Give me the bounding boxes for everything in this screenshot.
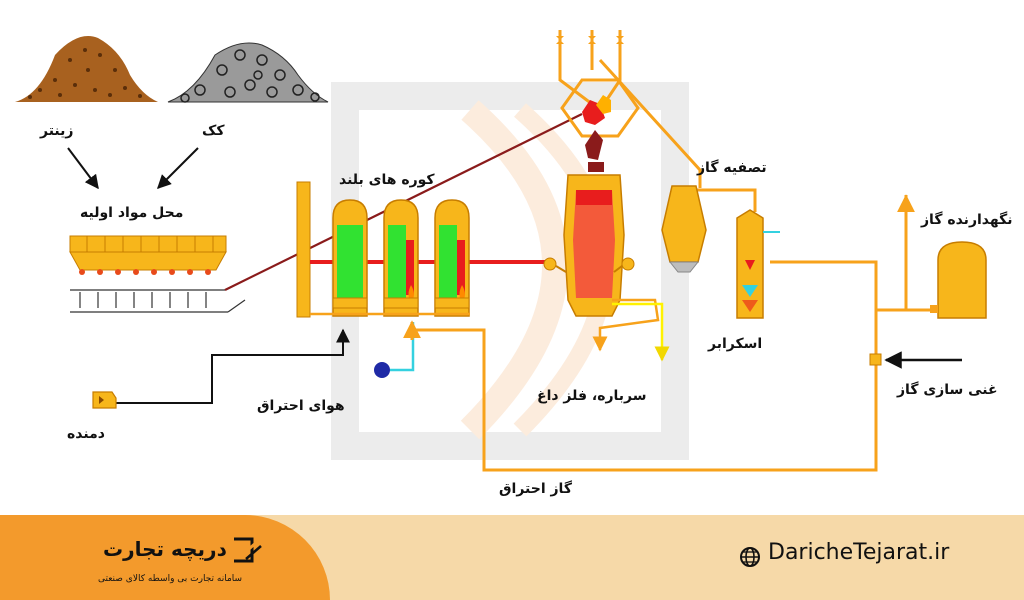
- label-gas-enrichment: غنی سازی گاز: [897, 382, 998, 398]
- gas-holder: [930, 241, 987, 319]
- footer-accent-shape: [0, 515, 330, 600]
- brand-name: دریچه تجارت: [103, 537, 227, 561]
- raw-material-hoppers: [69, 235, 227, 275]
- label-sinter: زینتر: [40, 123, 74, 139]
- slag-hot-metal-output: [592, 298, 670, 362]
- label-gas-holder: نگهدارنده گاز: [921, 212, 1013, 228]
- pump: [374, 322, 415, 378]
- top-valves: [556, 36, 624, 44]
- stack: [296, 181, 311, 318]
- label-blower: دمنده: [67, 426, 105, 442]
- gas-enrichment-valve: [869, 353, 882, 366]
- sinter-pile: [15, 36, 158, 102]
- label-gas-cleaning: تصفیه گاز: [697, 160, 767, 176]
- globe-icon: [740, 547, 760, 567]
- blast-furnace: [543, 162, 635, 317]
- brand-tagline: سامانه تجارت بی واسطه کالای صنعتی: [98, 574, 243, 584]
- hot-stove-1: [332, 199, 368, 317]
- raw-material-conveyor: [70, 289, 246, 313]
- hot-stove-3: [434, 199, 470, 317]
- website-link[interactable]: DaricheTejarat.ir: [768, 540, 950, 565]
- label-blast-furnaces: کوره های بلند: [339, 172, 435, 188]
- label-coke: کک: [202, 123, 225, 139]
- sinter-arrow: [67, 147, 99, 190]
- coke-arrow: [157, 147, 199, 189]
- brand-logo-icon: [234, 537, 262, 563]
- gas-cleaning-unit: [661, 185, 707, 273]
- combustion-air-line: [116, 328, 350, 404]
- furnace-top: [560, 78, 640, 160]
- hot-stove-2: [383, 199, 419, 317]
- blast-furnace-process-diagram: [15, 30, 987, 472]
- label-scrubber: اسکرابر: [708, 336, 763, 352]
- label-combustion-gas: گاز احتراق: [499, 481, 572, 497]
- blower: [92, 391, 117, 409]
- label-raw-material-site: محل مواد اولیه: [80, 205, 184, 221]
- gas-pipes: [412, 30, 930, 472]
- coke-pile: [167, 42, 329, 103]
- scrubber: [736, 209, 780, 319]
- label-slag-hot-metal: سرباره، فلز داغ: [537, 388, 647, 404]
- label-combustion-air: هوای احتراق: [257, 398, 345, 414]
